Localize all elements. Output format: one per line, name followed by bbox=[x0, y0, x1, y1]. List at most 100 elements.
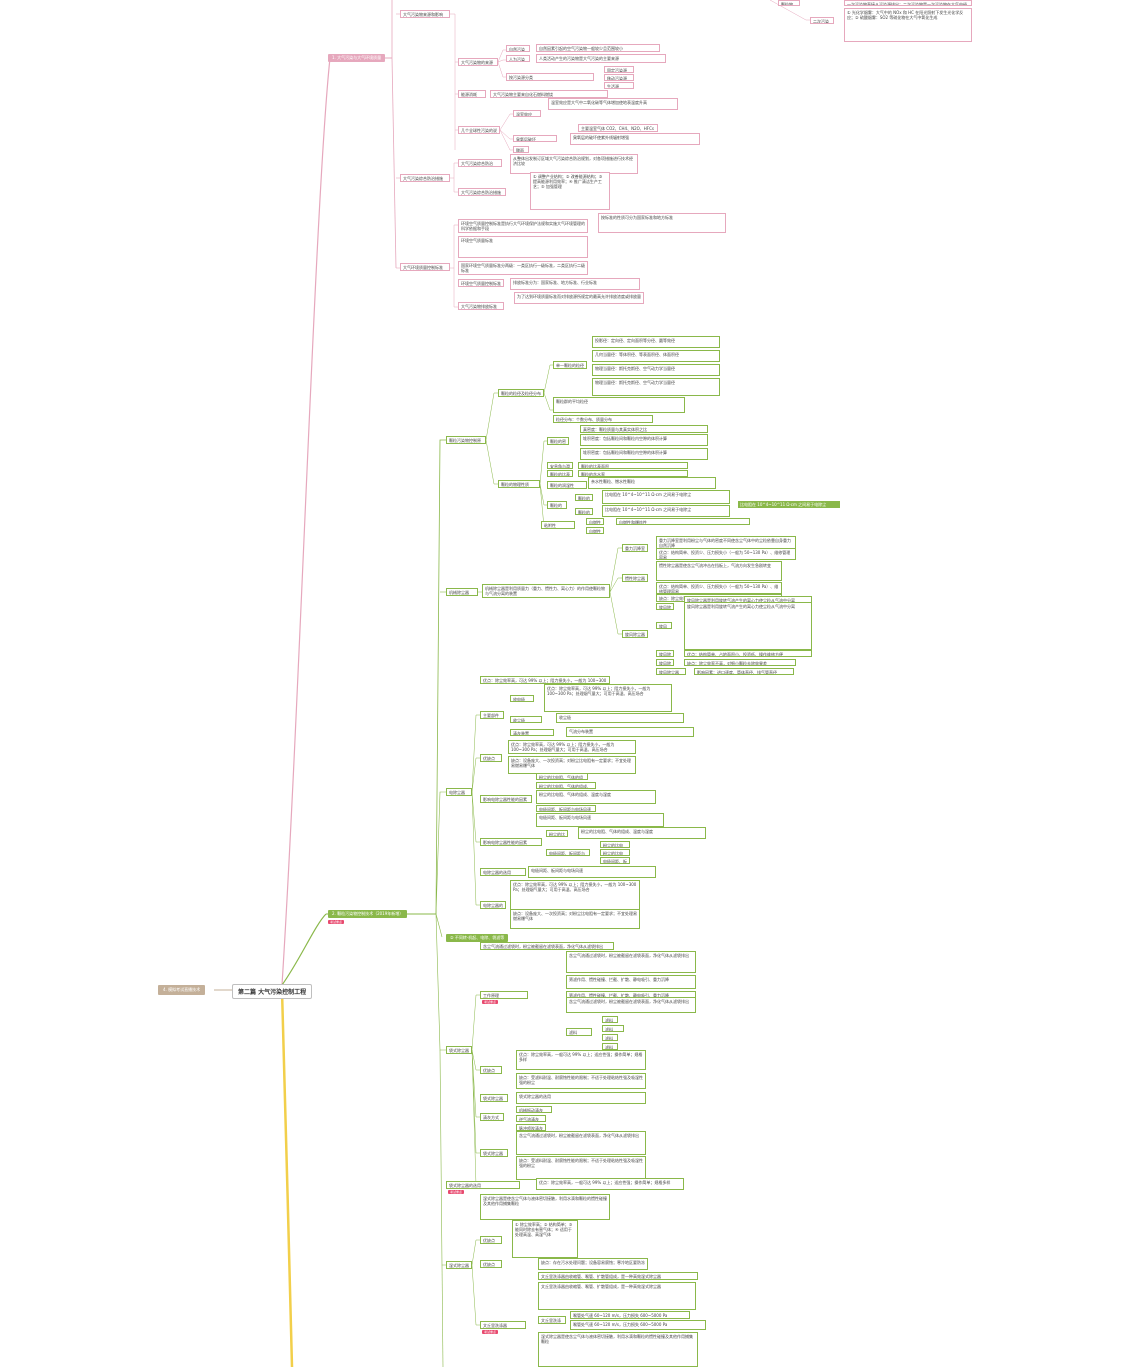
wet-scrubber-pros-node[interactable]: 优缺点 bbox=[480, 1236, 502, 1244]
venturi-node[interactable]: 文丘里洗涤器 bbox=[480, 1321, 526, 1329]
integrated-control-node[interactable]: 大气污染综合防治措施 bbox=[400, 174, 450, 182]
conductivity-node[interactable]: 颗粒的荷电性与导电性 bbox=[575, 508, 593, 515]
cyclone-factor-node[interactable]: 旋风除尘器 bbox=[656, 668, 686, 675]
source-classification-node[interactable]: 按污染源分类 bbox=[506, 73, 594, 81]
zone-standard-note: 国家环境空气质量标准分两级：一类区执行一级标准，二类区执行二级标准 bbox=[458, 261, 588, 275]
esp-selection-node[interactable]: 电除尘器的选用 bbox=[480, 868, 526, 876]
self-ignition-node[interactable]: 自燃性和爆炸性 bbox=[586, 518, 604, 525]
media-other-node[interactable]: 滤料 bbox=[602, 1043, 618, 1050]
esp-dust-node[interactable]: 粉尘的比电阻、气体的组成、温度与湿度 bbox=[546, 830, 568, 837]
wet-scrubber-cons-node[interactable]: 优缺点 bbox=[480, 1260, 502, 1268]
emission-standard-node[interactable]: 大气污染物排放标准 bbox=[458, 302, 504, 310]
quality-standard-node[interactable]: 大气环境质量控制标准 bbox=[400, 263, 450, 271]
gas-factor-node[interactable]: 粉尘的比电阻、气体的组成、温度与湿度 bbox=[536, 782, 596, 789]
section-header-particulate[interactable]: 2. 颗粒污染物控制技术（2019年新增） bbox=[328, 910, 408, 918]
cyclone-structure-node[interactable]: 旋风除尘器 bbox=[656, 622, 672, 629]
single-particle-size-node[interactable]: 单一颗粒的粒径 bbox=[553, 361, 587, 369]
cleaning-method-node[interactable]: 清灰方式 bbox=[480, 1113, 504, 1121]
section-header-atmosphere[interactable]: 1. 大气污染与大气环境质量 bbox=[328, 54, 386, 62]
quality-control-standard-node[interactable]: 环境空气质量控制标准是执行大气环境保护法规和实施大气环境管理的科学依据和手段 bbox=[458, 219, 588, 233]
media-felt-node[interactable]: 滤料 bbox=[602, 1025, 624, 1032]
cyclone-principle-note: 旋风除尘器是利用旋转气流产生的离心力使尘粒从气流中分离 bbox=[684, 602, 812, 650]
gravity-settler-node[interactable]: 重力沉降室 bbox=[622, 544, 648, 552]
environmental-standard-node[interactable]: 环境空气质量控制标准 bbox=[458, 279, 504, 287]
esp-gas-node[interactable]: 电极间距、板间距与电场风速 bbox=[546, 849, 590, 856]
collecting-electrode-node[interactable]: 收尘极 bbox=[510, 716, 542, 723]
particulate-node[interactable]: 颗粒物 bbox=[778, 0, 800, 6]
prevention-measures-node[interactable]: 大气污染综合防治措施 bbox=[458, 188, 506, 196]
reverse-air-node[interactable]: 逆气流清灰 bbox=[516, 1115, 546, 1122]
cyclone-principle-node[interactable]: 旋风除尘器 bbox=[656, 603, 674, 610]
greenhouse-effect-node[interactable]: 温室效应 bbox=[513, 110, 541, 117]
repose-angle-note: 颗粒的比表面积 bbox=[578, 462, 688, 469]
gas-velocity-node[interactable]: 电极间距、板间距与电场风速 bbox=[600, 857, 630, 864]
cyclone-pros-node[interactable]: 旋风除尘器 bbox=[656, 650, 674, 657]
collecting-electrode-note: 收尘极 bbox=[556, 713, 684, 723]
particle-size-node[interactable]: 颗粒的粒径及粒径分布 bbox=[498, 389, 544, 397]
resistivity-factor-node[interactable]: 粉尘的比电阻、气体的组成、温度与湿度 bbox=[536, 773, 588, 780]
bag-filter-media-node[interactable]: 滤料 bbox=[566, 1028, 592, 1036]
wet-scrubber-node[interactable]: 湿式除尘器 bbox=[446, 1261, 472, 1269]
bag-filter-selection-node[interactable]: 袋式除尘器的选用 bbox=[480, 1149, 508, 1157]
bag-filter-factor-node[interactable]: 袋式除尘器的选用 bbox=[480, 1094, 508, 1102]
pollutant-source-node[interactable]: 大气污染物来源和影响 bbox=[400, 10, 450, 18]
human-pollution-node[interactable]: 人为污染 bbox=[506, 55, 530, 62]
secondary-pollutant-node[interactable]: 二次污染物 bbox=[810, 17, 834, 24]
particle-physical-property-node[interactable]: 颗粒的物理性质 bbox=[498, 480, 540, 488]
repose-angle-node[interactable]: 安息角与滑动角 bbox=[547, 462, 573, 469]
gas-humidity-node[interactable]: 粉尘的比电阻、气体的组成、温度与湿度 bbox=[600, 849, 630, 856]
living-source-node[interactable]: 生活源 bbox=[604, 82, 634, 89]
venturi-pressure-note: 喉管处气速 60~120 m/s，压力损失 600~5000 Pa bbox=[570, 1320, 706, 1330]
esp-components-node[interactable]: 主要部件 bbox=[480, 711, 504, 719]
inertial-collector-node[interactable]: 惯性除尘器 bbox=[622, 574, 648, 582]
bag-esp-combined-note: 优点：除尘效率高，一般可达 99% 以上；适应性强；操作简单；规格多样 bbox=[536, 1178, 684, 1190]
esp-design-note: 优点：除尘效率高，可达 99% 以上；阻力损失小，一般为 100~300 Pa；… bbox=[510, 880, 640, 910]
mechanical-collector-node[interactable]: 机械除尘器 bbox=[446, 588, 478, 596]
bag-filter-pros-cons-node[interactable]: 优缺点 bbox=[480, 1066, 502, 1074]
natural-pollution-node[interactable]: 自然污染 bbox=[506, 45, 530, 52]
media-woven-node[interactable]: 滤料 bbox=[602, 1016, 618, 1023]
energy-consumption-node[interactable]: 能源消耗 bbox=[458, 90, 486, 98]
media-membrane-node[interactable]: 滤料 bbox=[602, 1034, 618, 1041]
bag-filter-velocity-note: 含尘气流通过滤袋时，粉尘被截留在滤袋表面，净化气体从滤袋排出 bbox=[566, 997, 696, 1013]
root-node[interactable]: 第二篇 大气污染控制工程 bbox=[232, 984, 313, 999]
mechanical-shaking-node[interactable]: 机械振动清灰 bbox=[516, 1106, 552, 1113]
fixed-source-node[interactable]: 固定污染源 bbox=[604, 66, 634, 73]
human-pollution-note: 人类活动产生的污染物是大气污染的主要来源 bbox=[536, 54, 666, 63]
electrode-spacing-node[interactable]: 电极间距、板间距与电场风速 bbox=[536, 805, 596, 812]
pulse-jet-node[interactable]: 脉冲喷吹清灰 bbox=[516, 1124, 546, 1131]
esp-design-node[interactable]: 电除尘器的选用 bbox=[480, 901, 506, 909]
particle-density-node[interactable]: 颗粒的密度 bbox=[547, 437, 569, 445]
esp-node[interactable]: 电除尘器 bbox=[446, 788, 472, 796]
specific-surface-node[interactable]: 颗粒的比表面积 bbox=[547, 470, 573, 477]
discharge-electrode-node[interactable]: 放电极 bbox=[510, 695, 534, 702]
acid-rain-node[interactable]: 酸雨 bbox=[513, 146, 529, 153]
particle-group-diameter-node[interactable]: 颗粒群的平均粒径 bbox=[553, 397, 685, 413]
esp-pros-cons-node[interactable]: 优缺点 bbox=[480, 754, 502, 762]
adhesion-node[interactable]: 粘附性 bbox=[541, 521, 575, 529]
particle-control-principle-node[interactable]: 颗粒污染物控制原理 bbox=[446, 436, 486, 444]
wettability-node[interactable]: 颗粒的润湿性 bbox=[547, 481, 587, 489]
cyclone-cons-node[interactable]: 旋风除尘器 bbox=[656, 659, 674, 666]
electric-property-node[interactable]: 颗粒的荷电性与导电性 bbox=[547, 501, 567, 509]
esp-factors-node[interactable]: 影响电除尘器性能的因素 bbox=[480, 795, 532, 803]
mobile-source-node[interactable]: 移动污染源 bbox=[604, 74, 634, 81]
bag-filter-principle-node[interactable]: 工作原理 bbox=[480, 991, 528, 999]
cyclone-node[interactable]: 旋风除尘器 bbox=[622, 630, 648, 638]
gas-composition-node[interactable]: 粉尘的比电阻、气体的组成、温度与湿度 bbox=[600, 841, 630, 848]
integrated-prevention-node[interactable]: 大气污染综合防治 bbox=[458, 159, 502, 167]
bag-filter-node[interactable]: 袋式除尘器 bbox=[446, 1046, 472, 1054]
esp-performance-node[interactable]: 影响电除尘器性能的因素 bbox=[480, 838, 542, 846]
bag-esp-combined-node[interactable]: 袋式除尘器的选用 bbox=[446, 1181, 520, 1189]
explosiveness-node[interactable]: 自燃性和爆炸性 bbox=[586, 527, 604, 534]
venturi-feature-node[interactable]: 文丘里洗涤器 bbox=[538, 1316, 566, 1324]
particulate-subheader[interactable]: ② 不同转-机起、电除、袋滤等 bbox=[446, 934, 509, 942]
charge-node[interactable]: 颗粒的荷电性与导电性 bbox=[575, 494, 593, 501]
ozone-depletion-node[interactable]: 臭氧层破坏 bbox=[513, 135, 557, 142]
pollutant-origin-node[interactable]: 大气污染物的来源 bbox=[458, 58, 498, 66]
size-distribution-node[interactable]: 粒径分布：个数分布、质量分布 bbox=[553, 415, 653, 423]
venturi-structure-note: 文丘里洗涤器由收缩管、喉管、扩散管组成，是一种高效湿式除尘器 bbox=[538, 1282, 696, 1310]
global-pollution-node[interactable]: 几个全球性污染的说明 bbox=[458, 126, 500, 134]
chapter-label[interactable]: 4. 模拟考试直播技术 bbox=[158, 985, 206, 995]
cleaning-device-node[interactable]: 清灰装置 bbox=[510, 729, 554, 736]
